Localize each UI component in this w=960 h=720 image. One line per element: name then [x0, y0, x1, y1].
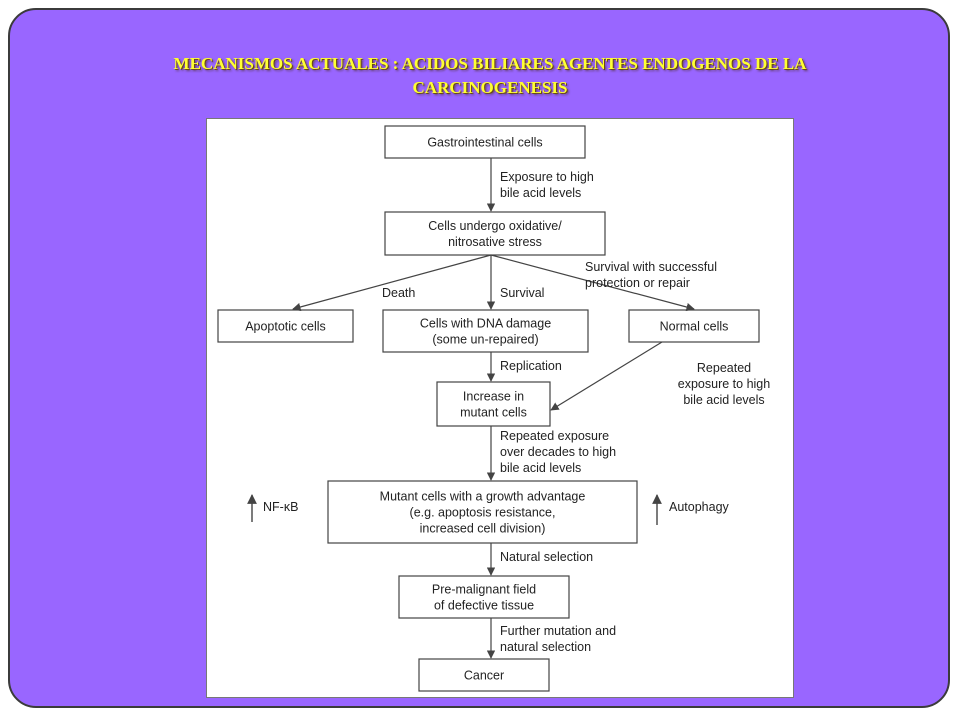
- node-box-premalignant: [398, 575, 570, 619]
- edge-label-survival-line-1: Survival: [500, 286, 544, 300]
- node-text-gi-cells-line-1: Gastrointestinal cells: [427, 136, 542, 150]
- node-text-normal: Normal cells: [660, 320, 729, 334]
- node-box-stress: [384, 211, 606, 256]
- edge-label-survival-repair-line-1: Survival with successful: [585, 260, 717, 274]
- node-text-mutant-increase-line-1: Increase in: [463, 390, 524, 404]
- edge-label-survival-repair-line-2: protection or repair: [585, 276, 690, 290]
- edge-label-replication: Replication: [500, 359, 562, 373]
- node-text-premalignant: Pre-malignant field of defective tissue: [432, 583, 536, 613]
- edge-label-replication-line-1: Replication: [500, 359, 562, 373]
- node-text-growth-advantage: Mutant cells with a growth advantage (e.g…: [380, 490, 586, 536]
- edge-label-death: Death: [382, 286, 415, 300]
- slide-title: MECANISMOS ACTUALES : ACIDOS BILIARES AG…: [50, 52, 930, 100]
- node-text-growth-advantage-line-2: (e.g. apoptosis resistance,: [410, 506, 556, 520]
- nfkb-label-line-1: NF-κB: [263, 500, 298, 514]
- edge-label-further-mutation-line-1: Further mutation and: [500, 624, 616, 638]
- node-text-mutant-increase-line-2: mutant cells: [460, 406, 527, 420]
- edge-label-survival-repair: Survival with successful protection or re…: [585, 260, 717, 290]
- edge-label-repeated-exposure-normal-line-3: bile acid levels: [683, 393, 764, 407]
- edge-label-further-mutation-line-2: natural selection: [500, 640, 591, 654]
- node-box-normal: [628, 309, 760, 343]
- node-box-apoptotic: [217, 309, 354, 343]
- nfkb-label: NF-κB: [263, 500, 298, 514]
- node-text-premalignant-line-1: Pre-malignant field: [432, 583, 536, 597]
- edge-label-repeated-exposure-normal: Repeated exposure to high bile acid levels: [678, 361, 770, 407]
- edge-label-further-mutation: Further mutation and natural selection: [500, 624, 616, 654]
- node-text-apoptotic-line-1: Apoptotic cells: [245, 320, 326, 334]
- node-box-growth-advantage: [327, 480, 638, 544]
- slide-title-line-2: CARCINOGENESIS: [412, 78, 568, 97]
- edge-label-death-line-1: Death: [382, 286, 415, 300]
- edge-label-natural-selection: Natural selection: [500, 550, 593, 564]
- edge-label-repeated-exposure-normal-line-1: Repeated: [697, 361, 751, 375]
- edge-label-exposure-high-line-1: Exposure to high: [500, 170, 594, 184]
- node-box-mutant-increase: [436, 381, 551, 427]
- node-box-cancer: [418, 658, 550, 692]
- node-box-gi-cells: [384, 125, 586, 159]
- autophagy-label: Autophagy: [669, 500, 730, 514]
- node-text-stress: Cells undergo oxidative/nitrosative stre…: [428, 219, 562, 249]
- edge-label-repeated-decades-line-1: Repeated exposure: [500, 429, 609, 443]
- node-text-gi-cells: Gastrointestinal cells: [427, 136, 542, 150]
- node-box-dna-damage: [382, 309, 589, 353]
- edge-label-exposure-high: Exposure to high bile acid levels: [500, 170, 594, 200]
- node-text-premalignant-line-2: of defective tissue: [434, 599, 534, 613]
- edge-label-repeated-decades-line-3: bile acid levels: [500, 461, 581, 475]
- autophagy-label-line-1: Autophagy: [669, 500, 730, 514]
- arrow-normal-to-mutant: [550, 341, 663, 411]
- edge-label-repeated-decades-line-2: over decades to high: [500, 445, 616, 459]
- node-text-mutant-increase: Increase in mutant cells: [460, 390, 527, 420]
- arrow-stress-to-normal: [490, 254, 695, 312]
- node-text-dna-damage: Cells with DNA damage (some un-repaired): [420, 317, 551, 347]
- edge-label-exposure-high-line-2: bile acid levels: [500, 186, 581, 200]
- node-text-stress-line-1: Cells undergo oxidative/: [428, 219, 562, 233]
- edge-label-repeated-exposure-normal-line-2: exposure to high: [678, 377, 770, 391]
- node-text-cancer: Cancer: [464, 669, 504, 683]
- node-text-growth-advantage-line-3: increased cell division): [420, 522, 546, 536]
- node-text-stress-line-2: nitrosative stress: [448, 235, 542, 249]
- node-text-dna-damage-line-2: (some un-repaired): [432, 333, 538, 347]
- node-text-normal-line-1: Normal cells: [660, 320, 729, 334]
- edge-label-repeated-decades: Repeated exposure over decades to high bil…: [500, 429, 616, 475]
- node-text-dna-damage-line-1: Cells with DNA damage: [420, 317, 551, 331]
- edge-label-natural-selection-line-1: Natural selection: [500, 550, 593, 564]
- slide-title-line-1: MECANISMOS ACTUALES : ACIDOS BILIARES AG…: [173, 54, 807, 73]
- edge-label-survival: Survival: [500, 286, 544, 300]
- node-text-cancer-line-1: Cancer: [464, 669, 504, 683]
- arrow-stress-to-apoptotic: [292, 254, 492, 312]
- node-text-growth-advantage-line-1: Mutant cells with a growth advantage: [380, 490, 586, 504]
- node-text-apoptotic: Apoptotic cells: [245, 320, 326, 334]
